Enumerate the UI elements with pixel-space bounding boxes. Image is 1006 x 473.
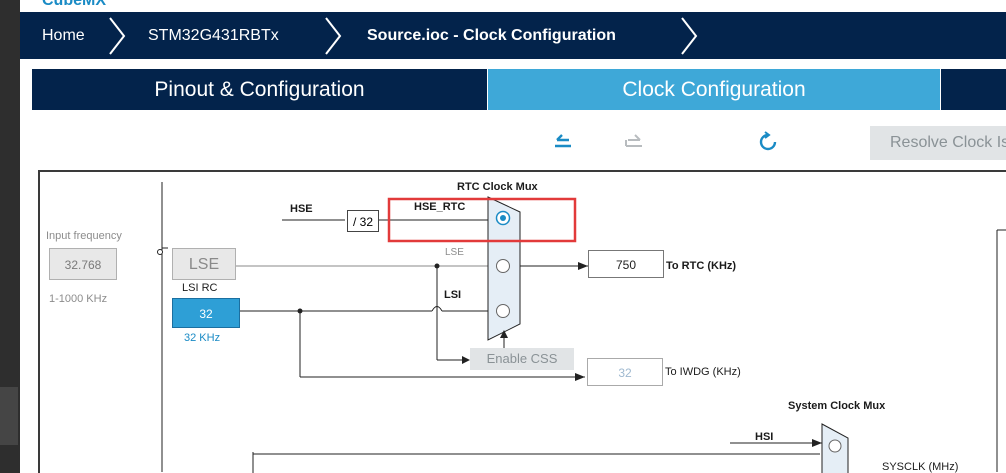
brand-logo: CubeMX (42, 0, 106, 9)
lsi-rc-label: LSI RC (182, 282, 218, 294)
input-frequency-label: Input frequency (46, 230, 122, 242)
mux-to-css-arrow (500, 330, 508, 338)
breadcrumb-current[interactable]: Source.ioc - Clock Configuration (367, 27, 616, 44)
lsi-hop (431, 306, 443, 312)
tab-clock-configuration[interactable]: Clock Configuration (488, 69, 940, 110)
title-strip: CubeMX (20, 0, 1006, 12)
tab-project-manager[interactable] (941, 69, 1006, 110)
hsi-arrow (812, 439, 822, 447)
hse-rtc-divider[interactable]: / 32 (347, 210, 379, 232)
hse-label: HSE (290, 203, 313, 215)
chevron-right-icon (325, 17, 342, 55)
lse-range-label: 1-1000 KHz (49, 293, 108, 305)
highlight-box (387, 197, 577, 243)
hse-rtc-label: HSE_RTC (414, 201, 466, 213)
rtc-mux-radio-hse-dot (500, 215, 506, 221)
enable-css-button[interactable]: Enable CSS (470, 348, 574, 370)
lse-frequency-input[interactable]: 32.768 (49, 248, 117, 280)
chevron-right-icon (109, 17, 126, 55)
breadcrumb: Home STM32G431RBTx Source.ioc - Clock Co… (20, 12, 1006, 59)
tab-pinout[interactable]: Pinout & Configuration (32, 69, 487, 110)
lse-input-node (157, 249, 163, 255)
breadcrumb-device[interactable]: STM32G431RBTx (148, 27, 279, 44)
clock-toolbar: Resolve Clock Issues (20, 123, 1006, 163)
hsi-label: HSI (755, 431, 774, 443)
rtc-frequency-value: 750 (588, 250, 664, 278)
to-rtc-label: To RTC (KHz) (666, 260, 737, 272)
css-arrow (462, 356, 470, 364)
to-iwdg-label: To IWDG (KHz) (665, 366, 741, 378)
main-tabs: Pinout & Configuration Clock Configurati… (32, 69, 1006, 110)
lse-source-box[interactable]: LSE (172, 248, 236, 280)
breadcrumb-home[interactable]: Home (42, 27, 85, 44)
system-mux-radio-hsi (828, 439, 842, 453)
rtc-mux-radio-lsi (496, 304, 510, 318)
clock-tree-canvas: Input frequency 32.768 1-1000 KHz LSE LS… (38, 170, 1006, 473)
redo-icon[interactable] (622, 131, 644, 153)
system-clock-mux-title: System Clock Mux (788, 400, 886, 412)
undo-icon[interactable] (553, 131, 575, 153)
resolve-clock-issues-button[interactable]: Resolve Clock Issues (870, 126, 1006, 160)
rtc-clock-mux-title: RTC Clock Mux (457, 181, 538, 193)
cubemx-window: CubeMX Home STM32G431RBTx Source.ioc - C… (20, 0, 1006, 473)
iwdg-arrow (575, 373, 585, 381)
lsi-line-label: LSI (444, 289, 462, 301)
lsi-rc-box[interactable]: 32 (172, 298, 240, 328)
left-strip-panel (0, 387, 18, 445)
rtc-mux-radio-lse (496, 259, 510, 273)
lse-line-label: LSE (445, 247, 464, 258)
reset-icon[interactable] (757, 131, 779, 153)
rtc-out-arrow (578, 262, 588, 270)
clock-tree-wiring (157, 182, 1006, 473)
lsi-khz-label: 32 KHz (184, 332, 221, 344)
sysclk-label: SYSCLK (MHz) (882, 461, 959, 473)
iwdg-frequency-value: 32 (587, 358, 663, 386)
chevron-right-icon (681, 17, 698, 55)
left-side-strip (0, 0, 20, 473)
